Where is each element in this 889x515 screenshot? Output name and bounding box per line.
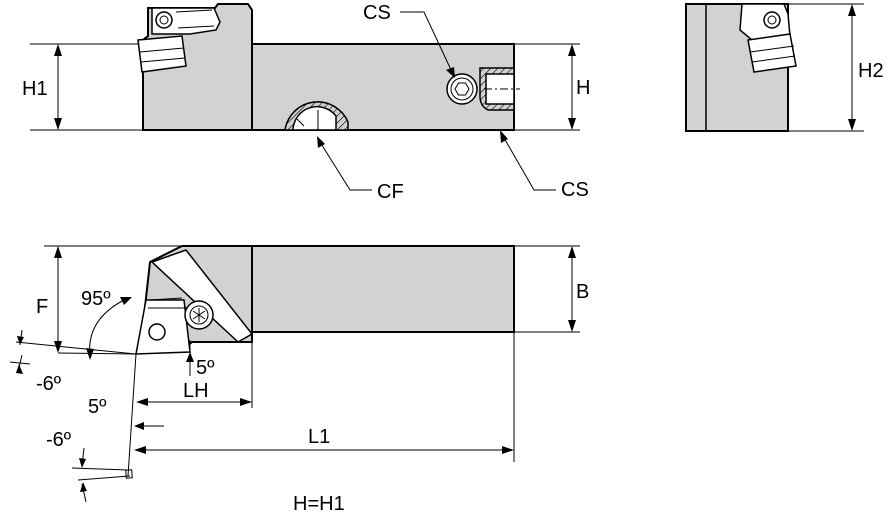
side-view	[30, 3, 580, 191]
top-view	[9, 245, 580, 503]
side-view-insert	[137, 35, 187, 73]
side-view-clamp-screw	[155, 11, 173, 29]
top-view-shank	[251, 245, 515, 333]
end-view	[685, 3, 864, 132]
label-angle-neg6-left: -6º	[36, 373, 62, 395]
label-lh: LH	[183, 380, 209, 402]
label-cf: CF	[377, 181, 404, 203]
end-view-clamp-screw	[763, 11, 781, 29]
label-l1: L1	[308, 426, 330, 448]
label-cs-bottom: CS	[561, 179, 589, 201]
end-view-insert	[747, 33, 797, 73]
label-angle-5-insert: 5º	[196, 357, 215, 379]
label-angle-neg6-lower: -6º	[46, 429, 72, 451]
label-angle-95: 95º	[81, 288, 111, 310]
label-h2: H2	[858, 60, 884, 82]
label-cs-top: CS	[363, 2, 391, 24]
note-h-equals-h1: H=H1	[293, 493, 345, 515]
label-b: B	[576, 281, 589, 303]
label-angle-5-lower: 5º	[88, 396, 107, 418]
label-h1: H1	[22, 78, 48, 100]
label-f: F	[36, 296, 48, 318]
label-h: H	[576, 77, 590, 99]
